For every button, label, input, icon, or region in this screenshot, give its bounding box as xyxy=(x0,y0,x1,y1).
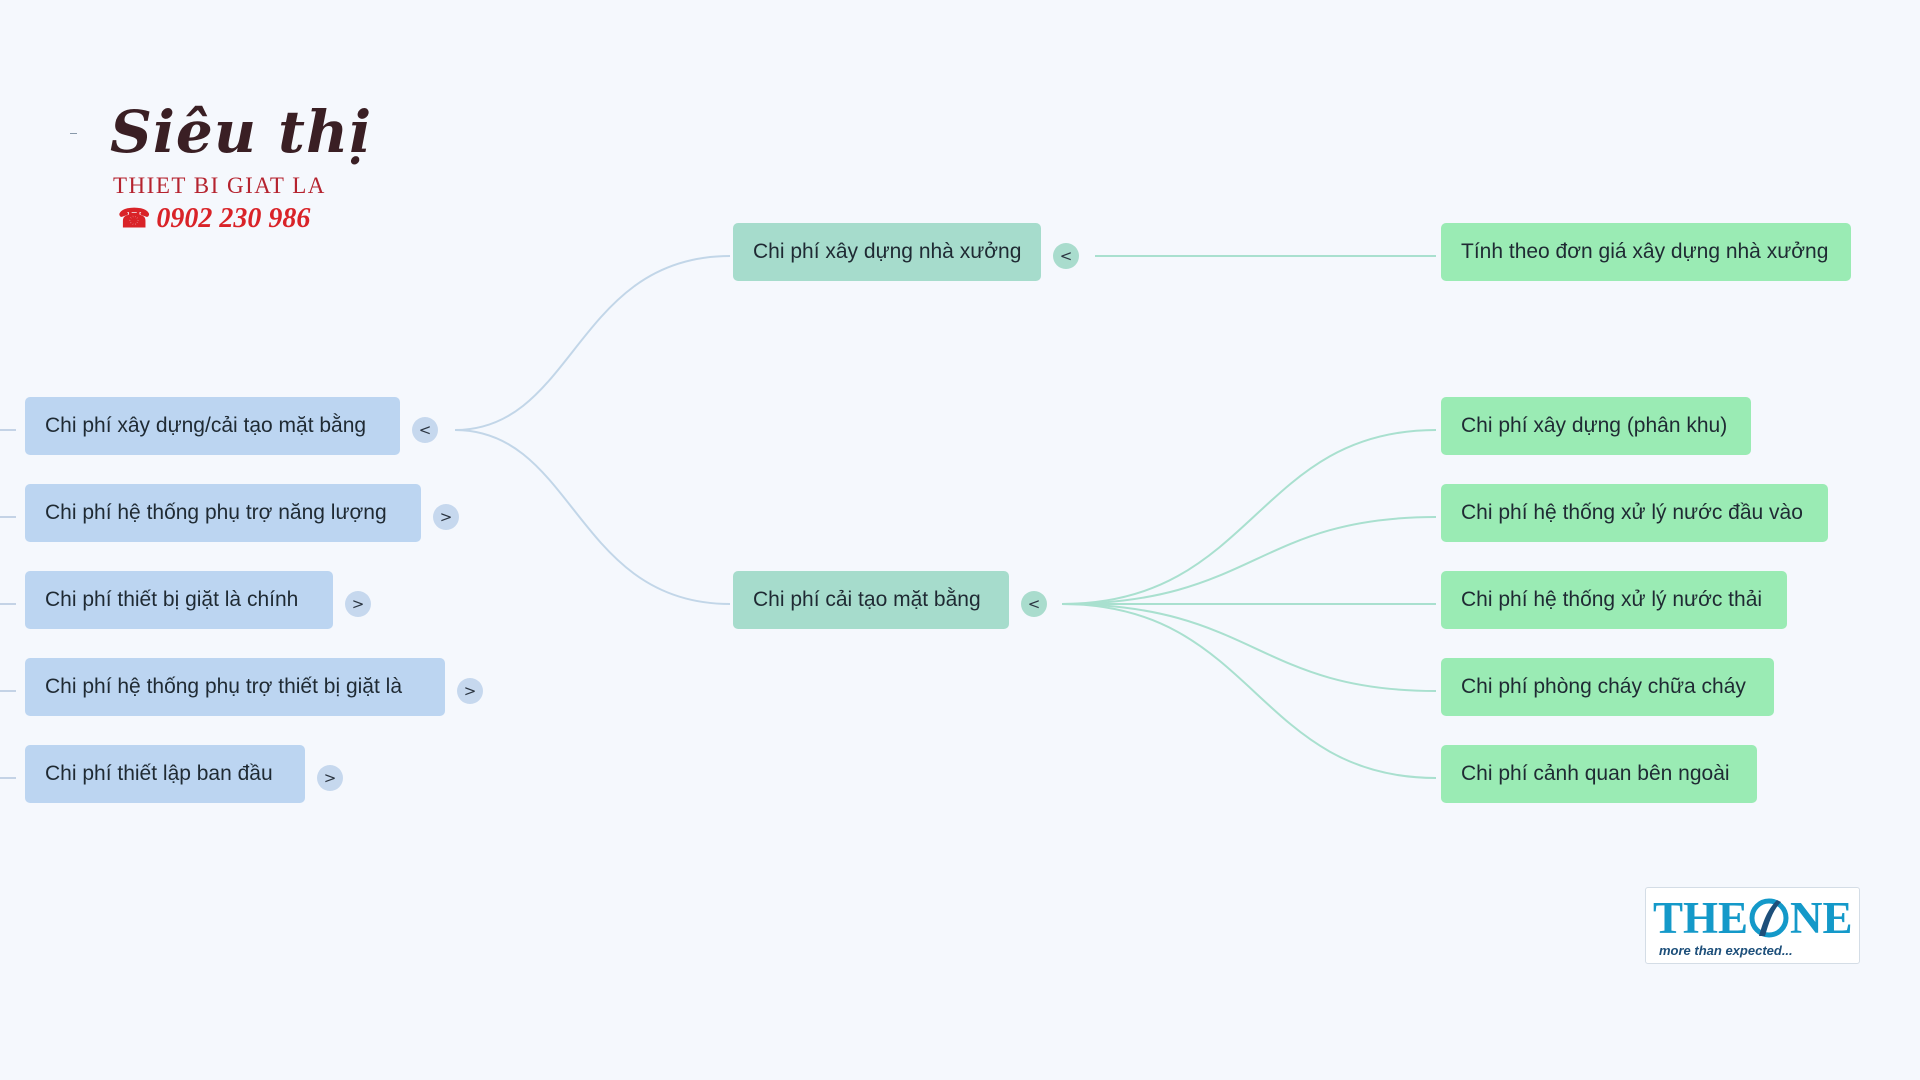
left-stub xyxy=(0,429,16,431)
node-label: Chi phí hệ thống xử lý nước thải xyxy=(1461,588,1763,611)
node-label: Chi phí xây dựng (phân khu) xyxy=(1461,414,1728,437)
node-energy-support-cost[interactable]: Chi phí hệ thống phụ trợ năng lượng xyxy=(25,484,421,542)
connector-renovation-to-fire xyxy=(1061,603,1437,692)
node-unit-price-factory[interactable]: Tính theo đơn giá xây dựng nhà xưởng xyxy=(1441,223,1851,281)
node-label: Chi phí hệ thống phụ trợ năng lượng xyxy=(45,501,387,524)
node-wastewater-treatment-cost[interactable]: Chi phí hệ thống xử lý nước thải xyxy=(1441,571,1787,629)
connector-renovation-to-landscape xyxy=(1061,603,1437,779)
collapse-toggle-factory-construction[interactable]: < xyxy=(1053,243,1079,269)
expand-toggle-main-equipment[interactable]: > xyxy=(345,591,371,617)
node-label: Chi phí thiết bị giặt là chính xyxy=(45,588,299,611)
dash-mark xyxy=(70,133,77,134)
node-label: Chi phí xây dựng nhà xưởng xyxy=(753,240,1022,263)
node-zoning-construction-cost[interactable]: Chi phí xây dựng (phân khu) xyxy=(1441,397,1751,455)
brand-name-right: NE xyxy=(1790,893,1853,943)
node-label: Chi phí phòng cháy chữa cháy xyxy=(1461,675,1746,698)
connector-renovation-to-water-in xyxy=(1061,516,1437,605)
logo-subtitle: THIET BI GIAT LA xyxy=(113,173,326,198)
expand-toggle-initial-setup[interactable]: > xyxy=(317,765,343,791)
expand-toggle-energy-support[interactable]: > xyxy=(433,504,459,530)
connector-renovation-to-zoning xyxy=(1061,429,1437,605)
logo-phone-number: 0902 230 986 xyxy=(156,203,311,234)
logo-title: Siêu thị xyxy=(110,98,373,166)
node-label: Chi phí cải tạo mặt bằng xyxy=(753,588,981,611)
brand-name: THE NE xyxy=(1653,892,1853,944)
node-label: Chi phí hệ thống phụ trợ thiết bị giặt l… xyxy=(45,675,402,698)
node-label: Chi phí cảnh quan bên ngoài xyxy=(1461,762,1730,785)
brand-name-left: THE xyxy=(1653,893,1749,943)
telephone-icon: ☎ xyxy=(118,204,151,233)
node-label: Chi phí thiết lập ban đầu xyxy=(45,762,273,785)
collapse-toggle-site-improvement[interactable]: < xyxy=(1021,591,1047,617)
node-exterior-landscape-cost[interactable]: Chi phí cảnh quan bên ngoài xyxy=(1441,745,1757,803)
node-site-improvement-cost[interactable]: Chi phí cải tạo mặt bằng xyxy=(733,571,1009,629)
node-label: Chi phí hệ thống xử lý nước đầu vào xyxy=(1461,501,1803,524)
node-fire-protection-cost[interactable]: Chi phí phòng cháy chữa cháy xyxy=(1441,658,1774,716)
node-main-laundry-equipment-cost[interactable]: Chi phí thiết bị giặt là chính xyxy=(25,571,333,629)
node-label: Chi phí xây dựng/cải tạo mặt bằng xyxy=(45,414,367,437)
left-stub xyxy=(0,690,16,692)
node-site-renovation-cost[interactable]: Chi phí xây dựng/cải tạo mặt bằng xyxy=(25,397,400,455)
brand-logo: THE NE more than expected... xyxy=(1645,887,1860,964)
connector-root-to-construction xyxy=(454,255,731,431)
expand-toggle-laundry-support[interactable]: > xyxy=(457,678,483,704)
node-label: Tính theo đơn giá xây dựng nhà xưởng xyxy=(1461,240,1829,263)
node-initial-setup-cost[interactable]: Chi phí thiết lập ban đầu xyxy=(25,745,305,803)
swoosh-o-icon xyxy=(1749,898,1789,938)
node-water-intake-treatment-cost[interactable]: Chi phí hệ thống xử lý nước đầu vào xyxy=(1441,484,1828,542)
left-stub xyxy=(0,777,16,779)
brand-tagline: more than expected... xyxy=(1659,943,1793,958)
node-factory-construction-cost[interactable]: Chi phí xây dựng nhà xưởng xyxy=(733,223,1041,281)
node-laundry-support-system-cost[interactable]: Chi phí hệ thống phụ trợ thiết bị giặt l… xyxy=(25,658,445,716)
left-stub xyxy=(0,603,16,605)
collapse-toggle-site-renovation[interactable]: < xyxy=(412,417,438,443)
logo-phone: ☎ 0902 230 986 xyxy=(118,203,310,235)
left-stub xyxy=(0,516,16,518)
connector-root-to-renovation xyxy=(454,429,731,605)
